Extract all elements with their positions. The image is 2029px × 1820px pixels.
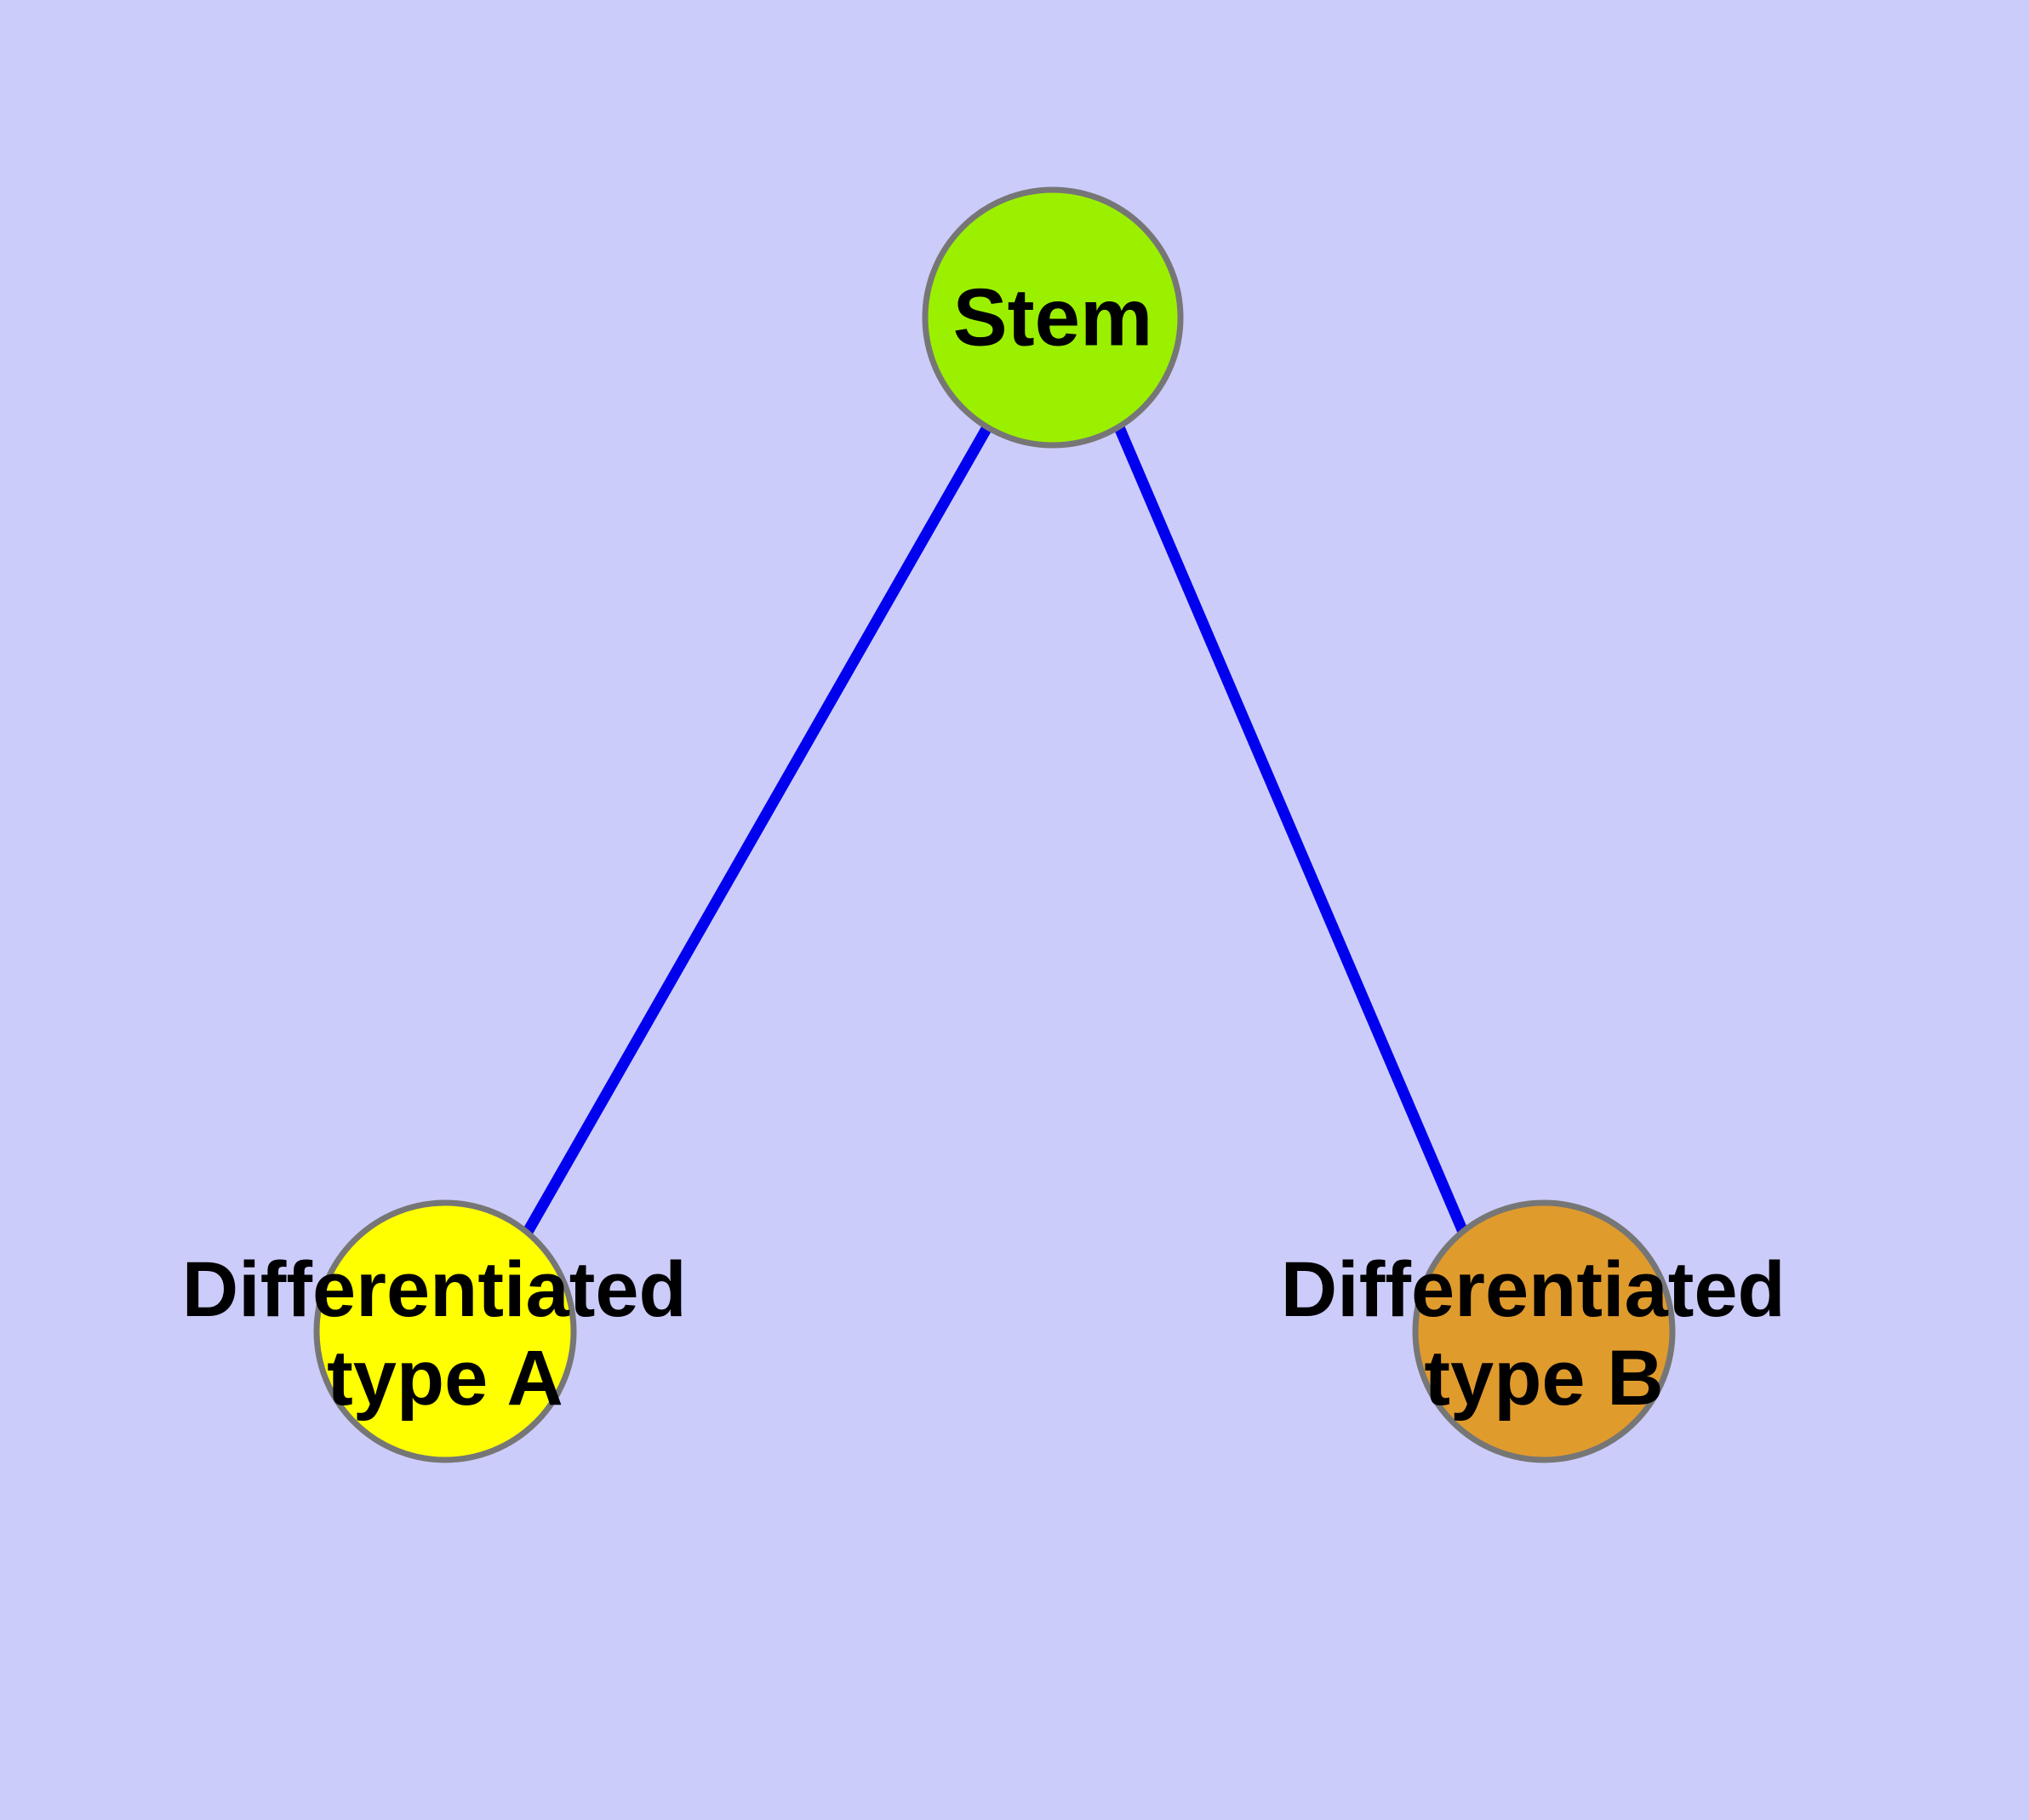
edge-stem-to-differentiated-type-a[interactable] [523, 424, 992, 1235]
node-label-differentiated-type-b: Differentiated type B [1281, 1246, 1808, 1422]
node-label-line-1: Differentiated [1281, 1246, 1786, 1333]
node-layer [313, 186, 1676, 1463]
node-label-layer: Stem Differentiated type A Differentiate… [182, 272, 1808, 1422]
node-label-line-2: type B [1424, 1335, 1663, 1422]
node-label-line-2: type A [327, 1335, 563, 1422]
edge-stem-to-differentiated-type-b[interactable] [1114, 425, 1468, 1234]
edge-layer [523, 424, 1468, 1235]
node-label-differentiated-type-a: Differentiated type A [182, 1246, 709, 1422]
node-circle-differentiated-type-a[interactable] [313, 1199, 577, 1463]
node-circle-stem[interactable] [922, 186, 1184, 449]
node-circle-differentiated-type-b[interactable] [1412, 1199, 1676, 1463]
node-label-stem: Stem [953, 272, 1153, 363]
node-label-line-1: Differentiated [182, 1246, 687, 1333]
